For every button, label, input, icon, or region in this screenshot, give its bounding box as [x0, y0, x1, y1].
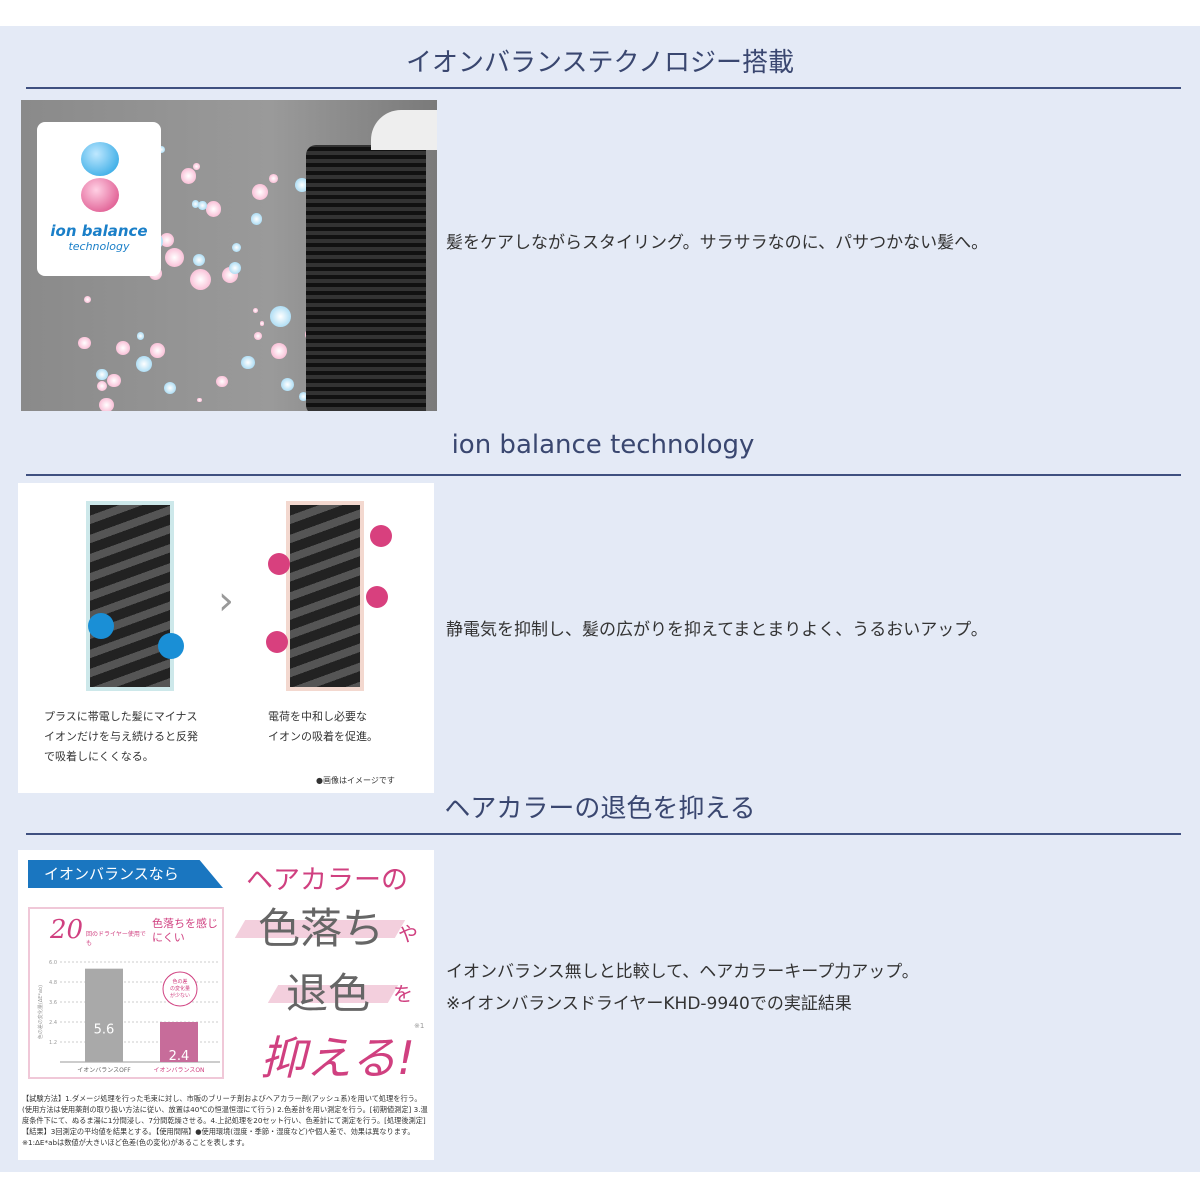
headline: ヘアカラーの	[246, 865, 408, 896]
ion-particle	[193, 254, 206, 267]
ion-particle	[254, 331, 263, 340]
dryer-body	[371, 110, 437, 150]
section-heading-ion-balance: イオンバランステクノロジー搭載	[406, 48, 794, 78]
image-note: ●画像はイメージです	[316, 776, 395, 785]
ion-particle	[180, 168, 197, 184]
stamp-text: が少ない	[170, 992, 190, 999]
bar	[160, 1022, 198, 1062]
y-axis-label: 色の差の変化量(ΔE*ab)	[37, 985, 44, 1039]
ion-particle	[99, 397, 114, 411]
ion-particle	[280, 377, 294, 391]
bar-value-label: 2.4	[169, 1049, 190, 1064]
static-comparison-image: › プラスに帯電した髪にマイナスイオンだけを与え続けると反発で吸着しにくくなる。…	[18, 483, 434, 793]
stamp-text: の変化量	[170, 985, 190, 992]
ion-particle	[160, 232, 175, 247]
section-description: イオンバランス無しと比較して、ヘアカラーキープ力アップ。 ※イオンバランスドライ…	[446, 962, 919, 1014]
minus-ion-icon	[88, 613, 114, 639]
divider	[26, 474, 1181, 476]
section-heading-ion-balance-technology: ion balance technology	[451, 430, 755, 460]
minus-ion-icon	[158, 633, 184, 659]
bar	[85, 968, 123, 1062]
section-heading-hair-color: ヘアカラーの退色を抑える	[444, 794, 756, 824]
ion-particle	[251, 183, 268, 200]
ion-particle	[78, 336, 91, 350]
color-change-chart: 6.0 4.8 3.6 2.4 1.2 5.6 イオンバランスOFF 2.4 イオンバランスON…	[37, 960, 220, 1074]
ion-particle	[96, 368, 109, 381]
ion-balance-logo: ion balance technology	[37, 122, 161, 276]
section-description: 静電気を抑制し、髪の広がりを抑えてまとまりよく、うるおいアップ。	[446, 620, 988, 640]
ion-particle	[205, 201, 222, 217]
ion-particle	[259, 321, 265, 326]
ion-particle	[250, 213, 263, 225]
x-category-label: イオンバランスON	[153, 1067, 204, 1074]
divider	[26, 87, 1181, 89]
ion-particle	[228, 261, 241, 275]
caption-before: プラスに帯電した髪にマイナスイオンだけを与え続けると反発で吸着しにくくなる。	[44, 710, 198, 763]
plus-ion-icon	[366, 586, 388, 608]
bar-value-label: 5.6	[94, 1022, 115, 1037]
ion-particle	[216, 375, 229, 388]
plus-ion-icon	[268, 553, 290, 575]
plus-ion-icon	[266, 631, 288, 653]
ion-particle	[193, 163, 200, 170]
ion-particle	[136, 332, 144, 340]
hair-strand-before	[90, 505, 170, 687]
ion-particle	[163, 381, 176, 394]
ion-particle	[96, 380, 108, 392]
y-tick-label: 1.2	[49, 1040, 57, 1046]
ion-particle	[299, 391, 309, 401]
ion-particle	[165, 248, 185, 268]
ion-particle	[115, 340, 130, 355]
ion-particle	[231, 242, 242, 253]
plus-ion-icon	[370, 525, 392, 547]
ion-particle	[271, 343, 287, 360]
ion-particle	[83, 296, 91, 304]
ion-balance-product-image: ion balance technology	[21, 100, 437, 411]
ion-particle	[198, 201, 207, 210]
ion-particle	[269, 174, 278, 184]
y-tick-label: 2.4	[49, 1020, 57, 1026]
banner: イオンバランスなら	[28, 860, 223, 888]
ion-particle	[253, 308, 258, 314]
ion-particle	[157, 145, 166, 154]
ion-particle	[270, 306, 291, 328]
x-category-label: イオンバランスOFF	[77, 1067, 131, 1074]
ion-particle	[295, 177, 309, 192]
ion-particle	[191, 200, 199, 208]
y-tick-label: 4.8	[49, 980, 57, 986]
arrow-right-icon: ›	[218, 578, 234, 624]
hair-strand-after	[290, 505, 360, 687]
brush-head	[306, 145, 426, 411]
y-tick-label: 3.6	[49, 1000, 57, 1006]
ion-particle	[107, 373, 121, 388]
ion-particle	[135, 355, 152, 372]
fine-print: 【試験方法】1.ダメージ処理を行った毛束に対し、市販のブリーチ剤およびヘアカラー…	[22, 1094, 428, 1147]
ion-particle	[241, 355, 255, 370]
ion-particle	[149, 343, 165, 358]
caption-after: 電荷を中和し必要なイオンの吸着を促進。	[268, 710, 378, 743]
divider	[26, 833, 1181, 835]
y-tick-label: 6.0	[49, 960, 57, 966]
section-description: 髪をケアしながらスタイリング。サラサラなのに、パサつかない髪へ。	[446, 233, 989, 253]
ion-particle	[197, 397, 203, 403]
stamp	[162, 971, 198, 1007]
stamp-text: 色の差	[172, 978, 187, 985]
ion-particle	[189, 268, 212, 291]
